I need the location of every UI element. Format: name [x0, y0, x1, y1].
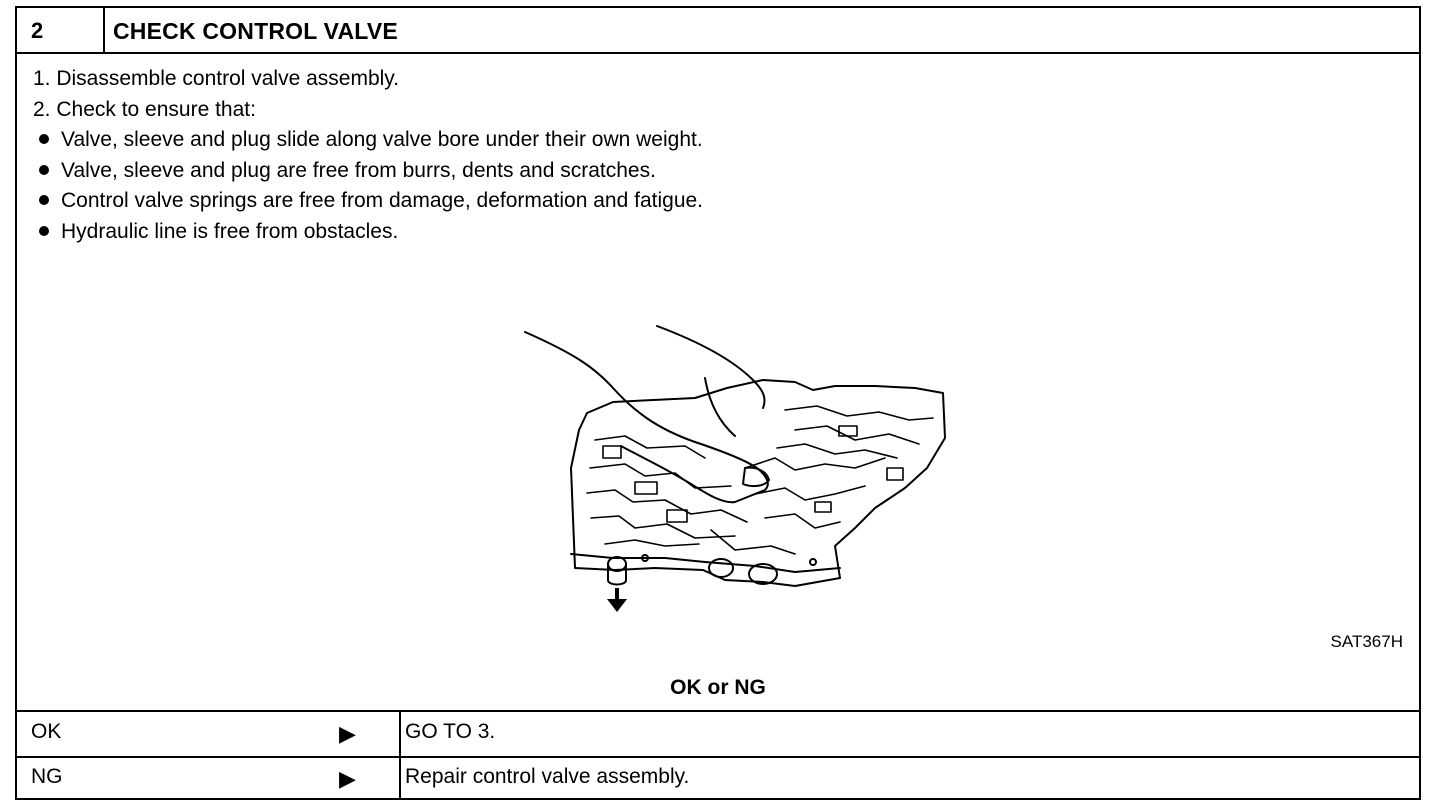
check-item: Valve, sleeve and plug are free from bur…	[33, 156, 703, 187]
bullet-icon	[39, 195, 49, 206]
instruction-step: 1. Disassemble control valve assembly.	[33, 67, 400, 90]
check-item-text: Valve, sleeve and plug are free from bur…	[61, 158, 656, 182]
check-item: Control valve springs are free from dama…	[33, 186, 703, 217]
step-title: CHECK CONTROL VALVE	[113, 18, 398, 44]
control-valve-illustration	[524, 325, 946, 612]
thumb-contour	[704, 377, 736, 437]
result-label-ng: NG	[31, 765, 63, 788]
result-heading: OK or NG	[670, 676, 766, 699]
check-item: Valve, sleeve and plug slide along valve…	[33, 125, 703, 156]
hand-outline	[524, 331, 769, 504]
instruction-step: 2. Check to ensure that:	[33, 97, 256, 121]
check-item-text: Control valve springs are free from dama…	[61, 189, 704, 212]
valve-passages	[586, 405, 934, 555]
play-arrow-icon: ▶	[339, 721, 356, 746]
instructions: 1. Disassemble control valve assembly. 2…	[33, 64, 703, 247]
row-divider	[17, 756, 1419, 758]
step-number: 2	[31, 18, 44, 43]
valve-body-outline	[570, 379, 946, 587]
check-item-text: Hydraulic line is free from obstacles.	[61, 219, 399, 243]
down-arrow-icon	[607, 588, 627, 612]
result-column-divider	[399, 710, 401, 800]
hand-upper-contour	[656, 325, 766, 409]
result-action-ng: Repair control valve assembly.	[405, 765, 690, 788]
header-column-divider	[103, 8, 105, 52]
plug-body	[607, 563, 627, 586]
diagnostic-step-table: 2 CHECK CONTROL VALVE 1. Disassemble con…	[15, 6, 1421, 800]
result-action-ok: GO TO 3.	[405, 720, 496, 743]
result-label-ok: OK	[31, 720, 62, 743]
bullet-icon	[39, 134, 49, 145]
check-item: Hydraulic line is free from obstacles.	[33, 217, 703, 248]
play-arrow-icon: ▶	[339, 766, 356, 791]
fingernail	[742, 466, 770, 488]
check-item-text: Valve, sleeve and plug slide along valve…	[61, 128, 703, 151]
figure-code: SAT367H	[1330, 632, 1403, 651]
bullet-icon	[39, 164, 49, 175]
result-divider	[17, 710, 1419, 712]
header-divider	[17, 52, 1419, 54]
bullet-icon	[39, 225, 49, 236]
